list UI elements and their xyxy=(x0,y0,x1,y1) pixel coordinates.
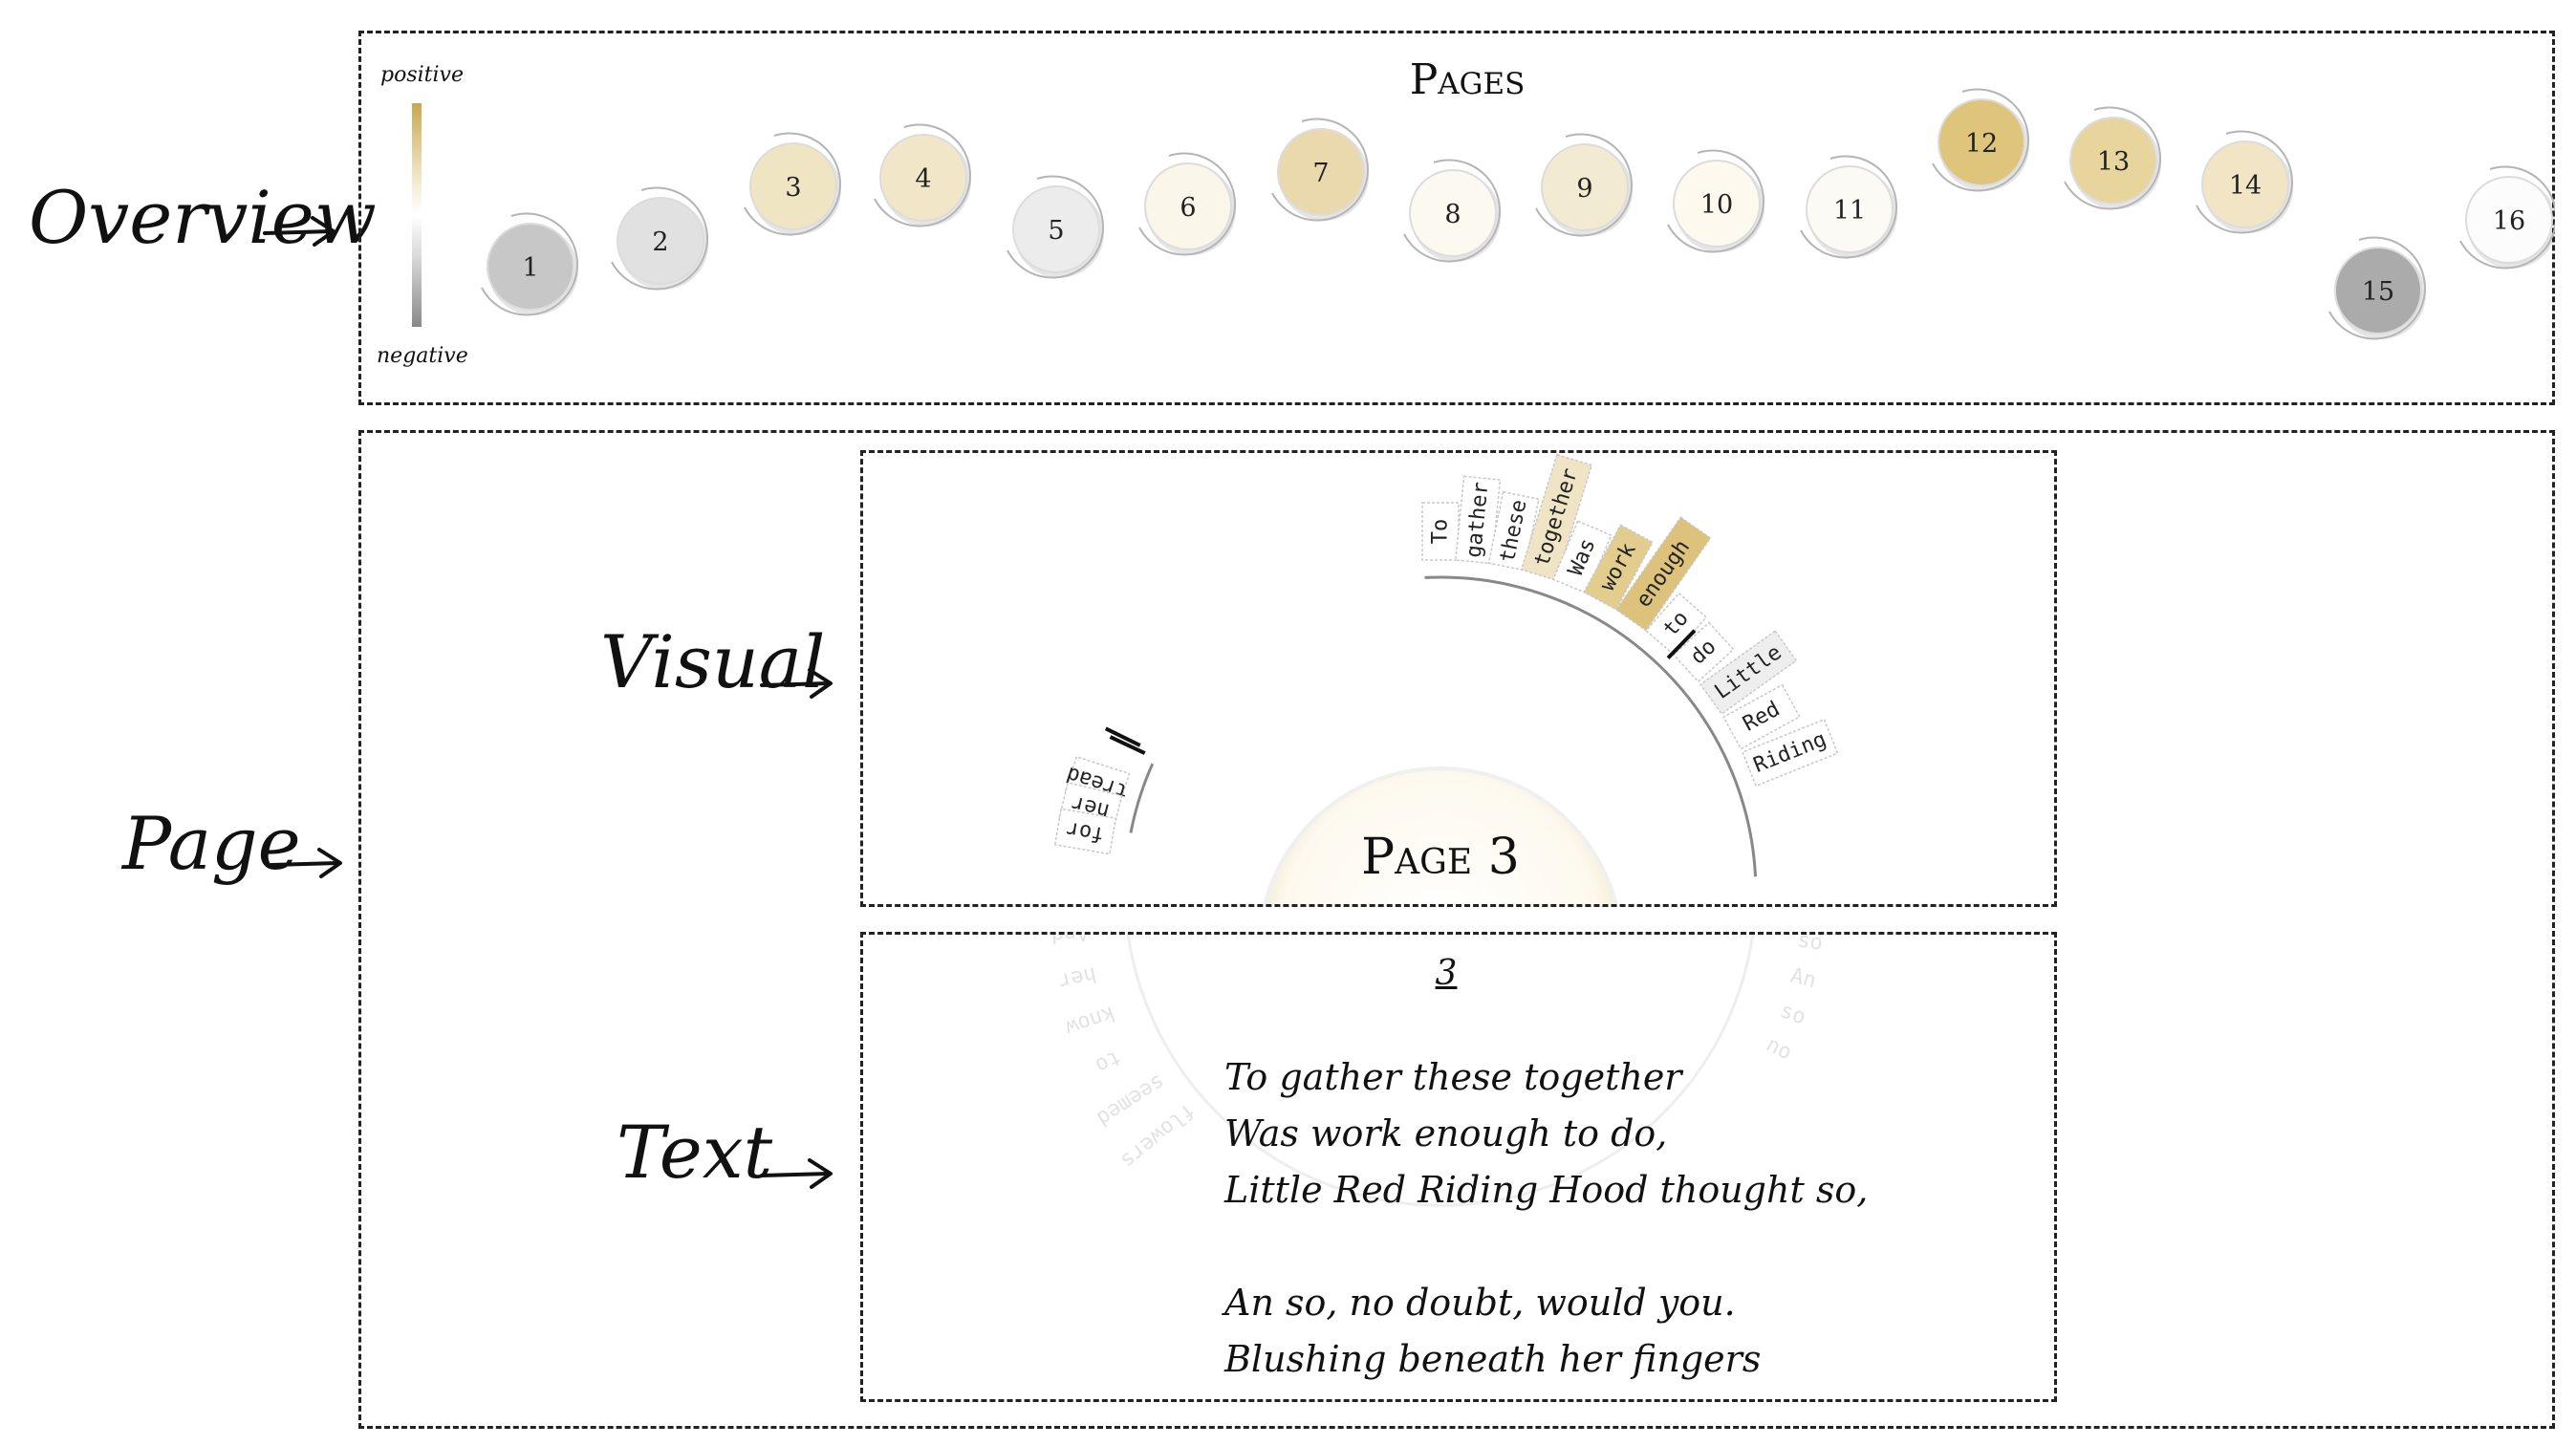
page-disc[interactable] xyxy=(1261,770,1620,904)
word-tile[interactable]: together xyxy=(1520,453,1593,582)
svg-text:An: An xyxy=(1788,964,1819,994)
visual-arrow-icon xyxy=(760,668,833,699)
poem-line: Blushing beneath her fingers xyxy=(1224,1338,1762,1380)
page-number-label: 13 xyxy=(2097,147,2130,177)
page-circle-7[interactable]: 7 xyxy=(1271,118,1369,222)
poem-line: To gather these together xyxy=(1224,1056,1682,1098)
word-tile[interactable]: gather xyxy=(1455,475,1502,565)
page-number-label: 12 xyxy=(1965,129,1998,159)
ghost-word-ring: thoughtsoAnsonoAndherknowtoseemedflowers xyxy=(1050,935,1825,1207)
page-circle-16[interactable]: 16 xyxy=(2459,165,2555,270)
page-number-label: 10 xyxy=(1700,190,1733,220)
page-number-label: 1 xyxy=(522,253,538,283)
page-number-label: 15 xyxy=(2362,277,2394,307)
overview-panel xyxy=(358,31,2555,405)
page-circle-14[interactable]: 14 xyxy=(2196,130,2293,234)
page-circle-4[interactable]: 4 xyxy=(874,123,971,227)
overview-title: Pages xyxy=(1409,55,1526,104)
svg-text:to: to xyxy=(1092,1045,1125,1077)
word-label: To xyxy=(1429,519,1453,545)
page-arrow-icon xyxy=(270,848,342,878)
text-panel: thoughtsoAnsonoAndherknowtoseemedflowers… xyxy=(860,932,2057,1402)
page-circle-3[interactable]: 3 xyxy=(744,132,841,236)
svg-text:so: so xyxy=(1796,935,1825,956)
svg-text:her: her xyxy=(1056,961,1098,993)
page-circle-8[interactable]: 8 xyxy=(1403,159,1501,263)
word-ring-arc-left xyxy=(1129,763,1155,833)
text-page-number: 3 xyxy=(1435,954,1458,993)
page-panel xyxy=(358,430,2555,1429)
page-disc-title: Page 3 xyxy=(1361,829,1520,886)
page-number-label: 3 xyxy=(785,173,801,203)
ghost-word: so xyxy=(1796,935,1825,956)
line-break-marker xyxy=(1109,735,1146,755)
overview-arrow-icon xyxy=(263,216,336,247)
text-arrow-icon xyxy=(760,1158,833,1189)
ghost-word: so xyxy=(1777,999,1808,1030)
legend-negative-label: negative xyxy=(377,344,468,368)
ghost-word: An xyxy=(1788,964,1819,994)
ghost-word: know xyxy=(1062,1001,1118,1040)
sentiment-legend-bar xyxy=(412,103,422,327)
ghost-word: to xyxy=(1092,1045,1125,1077)
poem-line: Little Red Riding Hood thought so, xyxy=(1224,1169,1869,1211)
svg-text:know: know xyxy=(1062,1001,1118,1040)
page-circle-6[interactable]: 6 xyxy=(1138,152,1236,256)
ghost-word: And xyxy=(1050,935,1090,947)
page-circle-9[interactable]: 9 xyxy=(1535,133,1633,237)
page-label: Page xyxy=(122,801,301,886)
page-circle-12[interactable]: 12 xyxy=(1932,88,2029,192)
word-tile[interactable]: these xyxy=(1487,490,1540,572)
page-circle-13[interactable]: 13 xyxy=(2064,106,2161,210)
page-circle-2[interactable]: 2 xyxy=(611,186,708,291)
poem-line: An so, no doubt, would you. xyxy=(1224,1282,1736,1324)
page-circle-5[interactable]: 5 xyxy=(1007,175,1104,279)
page-number-label: 6 xyxy=(1180,193,1196,223)
word-tile[interactable]: Was xyxy=(1552,520,1613,594)
page-number-label: 7 xyxy=(1312,159,1329,188)
svg-text:so: so xyxy=(1777,999,1808,1030)
page-number-label: 9 xyxy=(1576,174,1592,204)
svg-text:And: And xyxy=(1050,935,1090,947)
page-circle-1[interactable]: 1 xyxy=(481,212,578,316)
word-tile[interactable]: do xyxy=(1672,621,1735,683)
page-circle-15[interactable]: 15 xyxy=(2328,236,2426,340)
page-number-label: 4 xyxy=(915,164,931,194)
poem-line xyxy=(1224,1219,1868,1275)
page-number-label: 16 xyxy=(2493,206,2525,236)
page-circle-11[interactable]: 11 xyxy=(1800,155,1897,259)
line-break-marker xyxy=(1104,726,1141,747)
page-circle-10[interactable]: 10 xyxy=(1667,149,1764,253)
line-break-marker xyxy=(1666,629,1697,659)
poem-line: Was work enough to do, xyxy=(1224,1112,1668,1155)
page-number-label: 14 xyxy=(2229,171,2262,201)
ghost-word: her xyxy=(1056,961,1098,993)
page-number-label: 11 xyxy=(1833,196,1866,226)
word-tile[interactable]: To xyxy=(1421,502,1460,561)
page-number-label: 2 xyxy=(652,227,668,257)
page-number-label: 5 xyxy=(1048,216,1064,246)
legend-positive-label: positive xyxy=(380,63,464,87)
page-number-label: 8 xyxy=(1444,200,1461,229)
word-ring-arc xyxy=(1424,575,1758,877)
text-label: Text xyxy=(617,1110,773,1195)
word-tile[interactable]: for xyxy=(1053,808,1117,855)
